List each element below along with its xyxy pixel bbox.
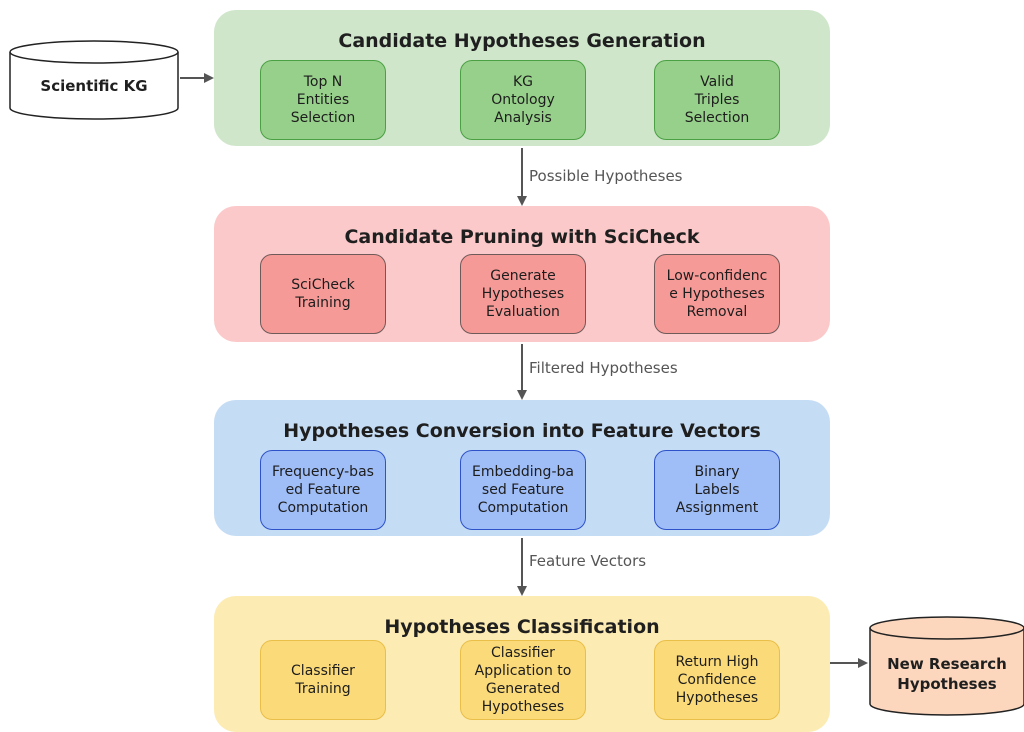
- step-box: KG Ontology Analysis: [460, 60, 586, 140]
- step-box: Classifier Training: [260, 640, 386, 720]
- connector-label-1: Possible Hypotheses: [529, 167, 683, 185]
- step-box: Top N Entities Selection: [260, 60, 386, 140]
- stage-title: Candidate Pruning with SciCheck: [344, 226, 700, 248]
- stage-title: Candidate Hypotheses Generation: [338, 30, 706, 52]
- step-box: Return High Confidence Hypotheses: [654, 640, 780, 720]
- step-box: Low-confidenc e Hypotheses Removal: [654, 254, 780, 334]
- stage-title: Hypotheses Classification: [384, 616, 660, 638]
- output-database-cylinder: [869, 616, 1024, 716]
- stage-hypotheses-classification: Hypotheses Classification Classifier Tra…: [214, 596, 830, 732]
- connector-label-3: Feature Vectors: [529, 552, 647, 570]
- stage-title: Hypotheses Conversion into Feature Vecto…: [283, 420, 761, 442]
- connector-label-2: Filtered Hypotheses: [529, 359, 678, 377]
- step-box: Generate Hypotheses Evaluation: [460, 254, 586, 334]
- stage-candidate-pruning: Candidate Pruning with SciCheck SciCheck…: [214, 206, 830, 342]
- step-box: Binary Labels Assignment: [654, 450, 780, 530]
- stage-feature-conversion: Hypotheses Conversion into Feature Vecto…: [214, 400, 830, 536]
- input-database-cylinder: [9, 40, 179, 120]
- step-box: Frequency-bas ed Feature Computation: [260, 450, 386, 530]
- step-box: Valid Triples Selection: [654, 60, 780, 140]
- input-store-label: Scientific KG: [40, 77, 148, 95]
- stage-candidate-generation: Candidate Hypotheses Generation Top N En…: [214, 10, 830, 146]
- step-box: Embedding-ba sed Feature Computation: [460, 450, 586, 530]
- step-box: SciCheck Training: [260, 254, 386, 334]
- step-box: Classifier Application to Generated Hypo…: [460, 640, 586, 720]
- output-store-label: New Research Hypotheses: [887, 655, 1007, 693]
